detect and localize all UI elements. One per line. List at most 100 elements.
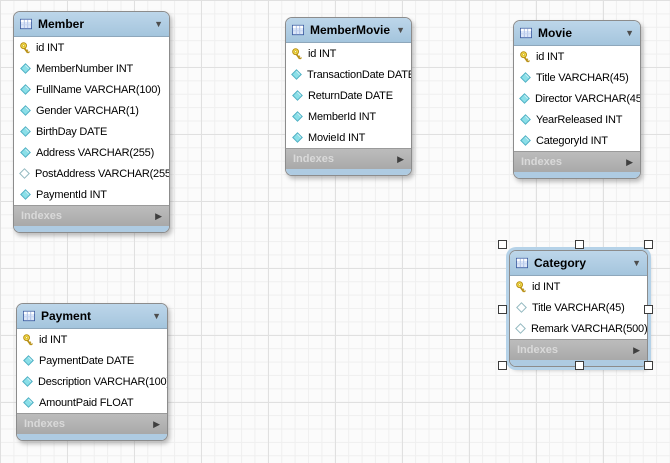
column-label: PaymentDate DATE <box>39 354 135 367</box>
table-header[interactable]: MemberMovie ▼ <box>286 18 411 43</box>
indexes-bar[interactable]: Indexes ▶ <box>14 205 169 226</box>
column-row[interactable]: BirthDay DATE <box>14 121 169 142</box>
table-node-payment[interactable]: Payment ▼ id INT PaymentDate DATE Descript… <box>16 303 168 441</box>
column-row[interactable]: Title VARCHAR(45) <box>510 297 647 318</box>
column-row[interactable]: Gender VARCHAR(1) <box>14 100 169 121</box>
column-row[interactable]: ReturnDate DATE <box>286 85 411 106</box>
selection-handle-mr[interactable] <box>644 304 653 314</box>
column-row[interactable]: PaymentId INT <box>14 184 169 205</box>
column-row[interactable]: MovieId INT <box>286 127 411 148</box>
table-bottom-bar <box>286 169 411 175</box>
column-row[interactable]: id INT <box>514 46 640 67</box>
column-notnull-icon <box>519 93 530 104</box>
column-label: MovieId INT <box>308 131 366 144</box>
table-icon <box>292 24 304 36</box>
indexes-label: Indexes <box>293 153 334 165</box>
column-notnull-icon <box>291 90 303 101</box>
selection-handle-bm[interactable] <box>574 361 584 370</box>
column-nullable-icon <box>515 302 527 313</box>
column-label: CategoryId INT <box>536 134 608 147</box>
primary-key-icon <box>519 50 531 63</box>
table-icon <box>23 310 35 322</box>
column-label: id INT <box>308 47 337 60</box>
indexes-label: Indexes <box>517 344 558 356</box>
column-row[interactable]: id INT <box>510 276 647 297</box>
expand-arrow-icon[interactable]: ▶ <box>397 153 404 164</box>
column-notnull-icon <box>22 376 33 387</box>
primary-key-icon <box>22 333 34 346</box>
column-row[interactable]: Description VARCHAR(100) <box>17 371 167 392</box>
selection-handle-bl[interactable] <box>498 361 507 370</box>
column-row[interactable]: id INT <box>286 43 411 64</box>
expand-arrow-icon[interactable]: ▶ <box>633 344 640 355</box>
indexes-bar[interactable]: Indexes ▶ <box>286 148 411 169</box>
table-bottom-bar <box>14 226 169 232</box>
column-row[interactable]: AmountPaid FLOAT <box>17 392 167 413</box>
column-label: id INT <box>532 280 561 293</box>
column-notnull-icon <box>291 69 302 80</box>
column-row[interactable]: CategoryId INT <box>514 130 640 151</box>
indexes-bar[interactable]: Indexes ▶ <box>510 339 647 360</box>
table-header[interactable]: Movie ▼ <box>514 21 640 46</box>
table-header[interactable]: Member ▼ <box>14 12 169 37</box>
column-row[interactable]: id INT <box>17 329 167 350</box>
expand-arrow-icon[interactable]: ▶ <box>155 210 162 221</box>
column-label: Director VARCHAR(45) <box>535 92 641 105</box>
column-notnull-icon <box>22 355 34 366</box>
indexes-bar[interactable]: Indexes ▶ <box>514 151 640 172</box>
column-label: PostAddress VARCHAR(255) <box>35 167 170 180</box>
collapse-arrow-icon[interactable]: ▼ <box>632 257 641 268</box>
column-label: AmountPaid FLOAT <box>39 396 134 409</box>
expand-arrow-icon[interactable]: ▶ <box>153 418 160 429</box>
column-label: id INT <box>39 333 68 346</box>
column-row[interactable]: TransactionDate DATE <box>286 64 411 85</box>
indexes-label: Indexes <box>24 418 65 430</box>
collapse-arrow-icon[interactable]: ▼ <box>396 24 405 35</box>
table-title: Movie <box>538 26 573 40</box>
column-row[interactable]: Director VARCHAR(45) <box>514 88 640 109</box>
column-notnull-icon <box>519 72 531 83</box>
collapse-arrow-icon[interactable]: ▼ <box>154 18 163 29</box>
column-label: Gender VARCHAR(1) <box>36 104 139 117</box>
column-label: id INT <box>536 50 565 63</box>
selection-handle-tm[interactable] <box>574 240 584 249</box>
primary-key-icon <box>515 280 527 293</box>
column-label: Address VARCHAR(255) <box>36 146 155 159</box>
column-row[interactable]: YearReleased INT <box>514 109 640 130</box>
column-row[interactable]: PostAddress VARCHAR(255) <box>14 163 169 184</box>
column-row[interactable]: FullName VARCHAR(100) <box>14 79 169 100</box>
column-nullable-icon <box>19 168 30 179</box>
column-notnull-icon <box>519 135 531 146</box>
column-notnull-icon <box>19 84 31 95</box>
column-list: id INT Title VARCHAR(45) Director VARCHAR(… <box>514 46 640 151</box>
column-row[interactable]: MemberId INT <box>286 106 411 127</box>
column-label: Title VARCHAR(45) <box>532 301 625 314</box>
table-node-category[interactable]: Category ▼ id INT Title VARCHAR(45) Remark… <box>498 240 653 370</box>
selection-handle-tr[interactable] <box>644 240 653 249</box>
table-header[interactable]: Payment ▼ <box>17 304 167 329</box>
column-row[interactable]: id INT <box>14 37 169 58</box>
primary-key-icon <box>19 41 31 54</box>
table-icon <box>520 27 532 39</box>
collapse-arrow-icon[interactable]: ▼ <box>625 27 634 38</box>
table-node-member[interactable]: Member ▼ id INT MemberNumber INT FullName … <box>13 11 170 233</box>
table-node-membermovie[interactable]: MemberMovie ▼ id INT TransactionDate DATE… <box>285 17 412 176</box>
column-row[interactable]: Remark VARCHAR(500) <box>510 318 647 339</box>
selection-handle-ml[interactable] <box>498 304 507 314</box>
table-node-movie[interactable]: Movie ▼ id INT Title VARCHAR(45) Director … <box>513 20 641 179</box>
column-row[interactable]: MemberNumber INT <box>14 58 169 79</box>
indexes-label: Indexes <box>521 156 562 168</box>
collapse-arrow-icon[interactable]: ▼ <box>152 310 161 321</box>
column-label: BirthDay DATE <box>36 125 108 138</box>
column-row[interactable]: Title VARCHAR(45) <box>514 67 640 88</box>
column-label: MemberNumber INT <box>36 62 134 75</box>
expand-arrow-icon[interactable]: ▶ <box>626 156 633 167</box>
column-row[interactable]: PaymentDate DATE <box>17 350 167 371</box>
table-header[interactable]: Category ▼ <box>510 251 647 276</box>
column-row[interactable]: Address VARCHAR(255) <box>14 142 169 163</box>
selection-handle-br[interactable] <box>644 361 653 370</box>
selection-handle-tl[interactable] <box>498 240 507 249</box>
indexes-bar[interactable]: Indexes ▶ <box>17 413 167 434</box>
